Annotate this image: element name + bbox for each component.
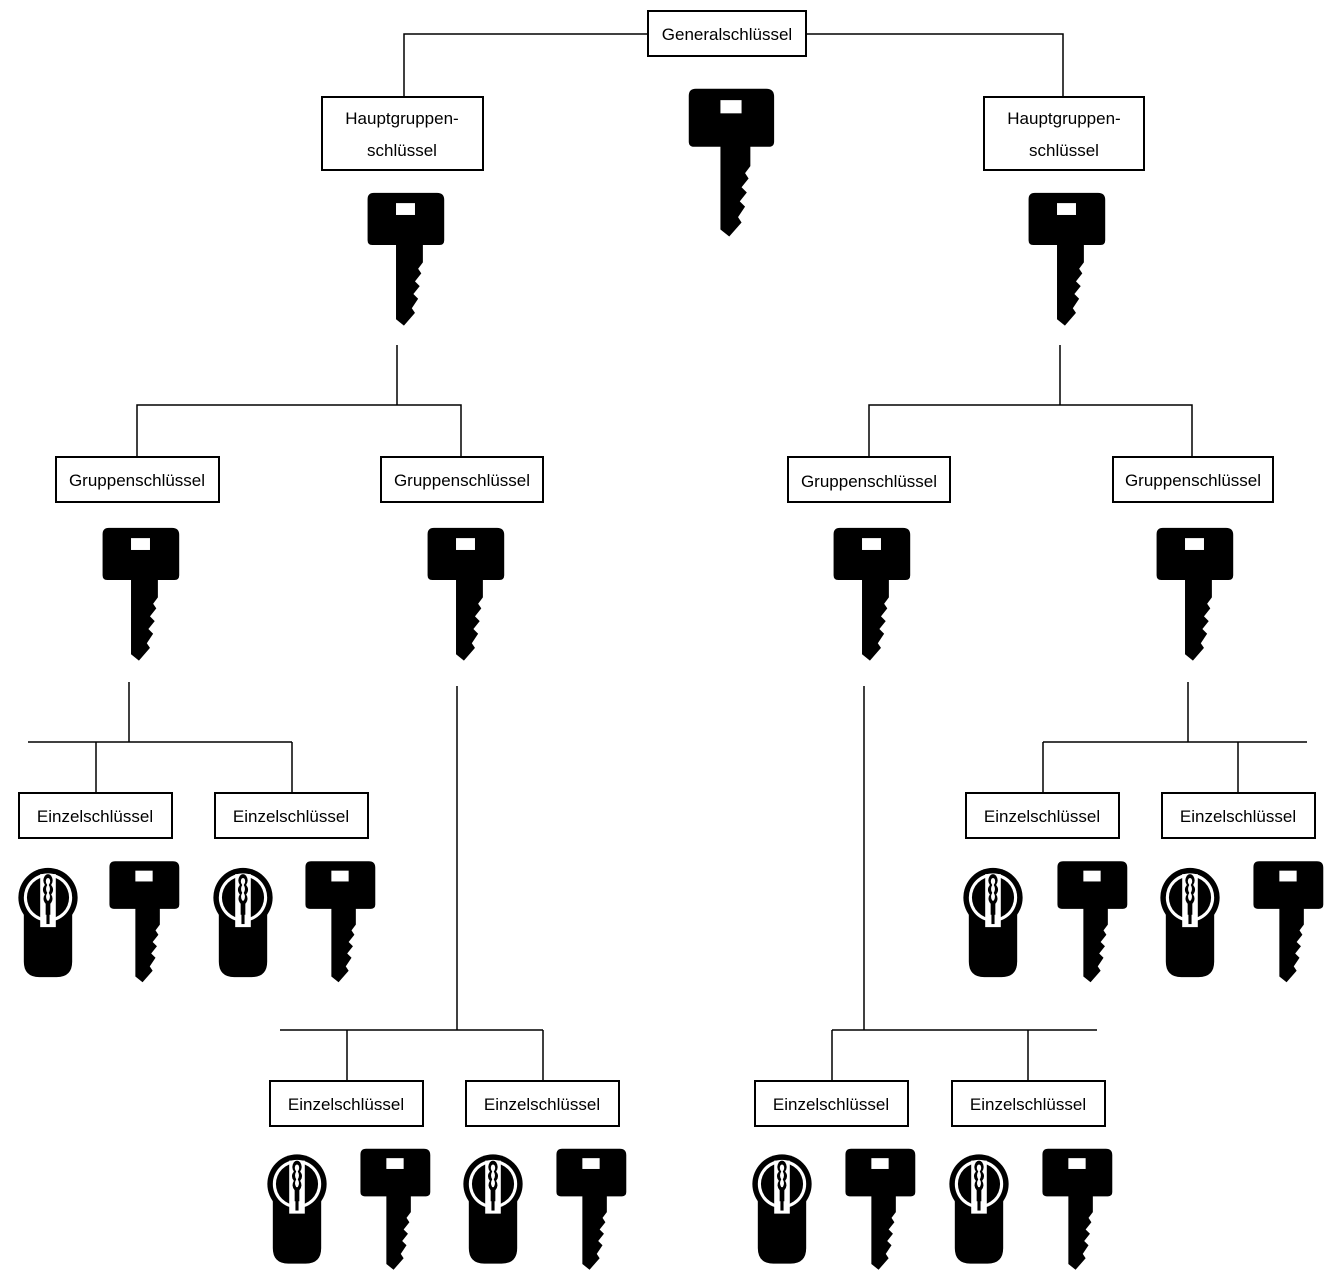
lock-cylinder-icon	[963, 867, 1023, 978]
main-group-key-node-right: Hauptgruppen- schlüssel	[983, 96, 1145, 326]
main-group-key-node-left: Hauptgruppen- schlüssel	[321, 96, 484, 326]
single-key-box	[465, 1080, 620, 1127]
single-key-box	[951, 1080, 1106, 1127]
general-key-box	[647, 10, 807, 57]
lock-cylinder-icon	[752, 1154, 812, 1264]
group-key-box	[1112, 456, 1274, 503]
main-group-key-label-line1: Hauptgruppen-	[1007, 109, 1120, 128]
single-key-label: Einzelschlüssel	[37, 807, 153, 826]
group-key-box	[55, 456, 220, 503]
single-key-box	[18, 792, 173, 839]
single-key-node-4: Einzelschlüssel	[1160, 792, 1324, 983]
single-key-label: Einzelschlüssel	[484, 1095, 600, 1114]
group-key-node-4: Gruppenschlüssel	[1112, 456, 1274, 661]
lock-cylinder-icon	[213, 867, 273, 978]
key-icon	[556, 1148, 627, 1270]
single-key-node-8: Einzelschlüssel	[949, 1080, 1113, 1270]
single-key-box	[965, 792, 1120, 839]
key-icon	[1253, 861, 1324, 983]
connector-lines	[28, 33, 1307, 1081]
single-key-label: Einzelschlüssel	[288, 1095, 404, 1114]
key-icon	[845, 1148, 916, 1270]
single-key-label: Einzelschlüssel	[233, 807, 349, 826]
key-icon	[102, 527, 180, 661]
key-icon	[688, 88, 775, 237]
group-key-label: Gruppenschlüssel	[394, 471, 530, 490]
key-icon	[1028, 192, 1106, 326]
lock-cylinder-icon	[18, 867, 78, 978]
group-key-box	[787, 456, 951, 503]
key-icon	[305, 861, 376, 983]
single-key-label: Einzelschlüssel	[984, 807, 1100, 826]
single-key-label: Einzelschlüssel	[773, 1095, 889, 1114]
lock-cylinder-icon	[949, 1154, 1009, 1264]
main-group-key-label-line2: schlüssel	[367, 141, 437, 160]
single-key-node-7: Einzelschlüssel	[752, 1080, 916, 1270]
key-icon	[1042, 1148, 1113, 1270]
key-icon	[1057, 861, 1128, 983]
key-icon	[360, 1148, 431, 1270]
group-key-label: Gruppenschlüssel	[69, 471, 205, 490]
single-key-box	[754, 1080, 909, 1127]
key-icon	[1156, 527, 1234, 661]
group-key-node-3: Gruppenschlüssel	[787, 456, 951, 661]
main-group-key-label-line2: schlüssel	[1029, 141, 1099, 160]
single-key-node-3: Einzelschlüssel	[963, 792, 1128, 983]
group-key-label: Gruppenschlüssel	[801, 472, 937, 491]
lock-cylinder-icon	[1160, 867, 1220, 978]
general-key-label: Generalschlüssel	[662, 25, 792, 44]
group-key-node-1: Gruppenschlüssel	[55, 456, 220, 661]
group-key-node-2: Gruppenschlüssel	[380, 456, 544, 661]
key-icon	[427, 527, 505, 661]
lock-cylinder-icon	[267, 1154, 327, 1264]
single-key-node-1: Einzelschlüssel	[18, 792, 180, 983]
key-icon	[367, 192, 445, 326]
single-key-box	[269, 1080, 424, 1127]
single-key-label: Einzelschlüssel	[1180, 807, 1296, 826]
single-key-label: Einzelschlüssel	[970, 1095, 1086, 1114]
main-group-key-box	[983, 96, 1145, 171]
single-key-node-2: Einzelschlüssel	[213, 792, 376, 983]
group-key-box	[380, 456, 544, 503]
main-group-key-box	[321, 96, 484, 171]
single-key-box	[214, 792, 369, 839]
single-key-node-5: Einzelschlüssel	[267, 1080, 431, 1270]
single-key-node-6: Einzelschlüssel	[463, 1080, 627, 1270]
single-key-box	[1161, 792, 1316, 839]
key-icon	[833, 527, 911, 661]
general-key-node: Generalschlüssel	[647, 10, 807, 237]
lock-cylinder-icon	[463, 1154, 523, 1264]
key-icon	[109, 861, 180, 983]
main-group-key-label-line1: Hauptgruppen-	[345, 109, 458, 128]
group-key-label: Gruppenschlüssel	[1125, 471, 1261, 490]
